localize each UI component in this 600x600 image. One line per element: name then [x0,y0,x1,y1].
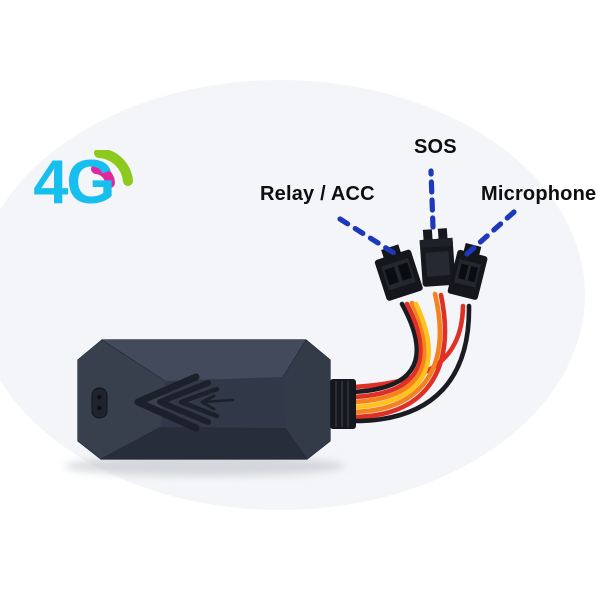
label-relay-acc: Relay / ACC [260,183,375,205]
label-microphone: Microphone [481,183,597,205]
cable-strain-relief [330,379,356,429]
wire-harness [351,291,472,424]
signal-arcs-icon [91,148,133,188]
led-indicator [91,387,108,419]
dashed-line-sos [428,168,436,230]
device-shadow [65,456,345,476]
device-logo-chevrons-icon [134,373,235,432]
connector-sos [419,228,456,287]
label-sos: SOS [414,136,457,158]
connector-relay-acc [374,244,423,301]
logo-4g-text: 4G [33,148,115,217]
logo-4g: 4G [30,148,180,250]
dashed-line-relay [337,216,397,256]
dashed-line-microphone [464,209,517,257]
tracker-device [77,339,331,460]
